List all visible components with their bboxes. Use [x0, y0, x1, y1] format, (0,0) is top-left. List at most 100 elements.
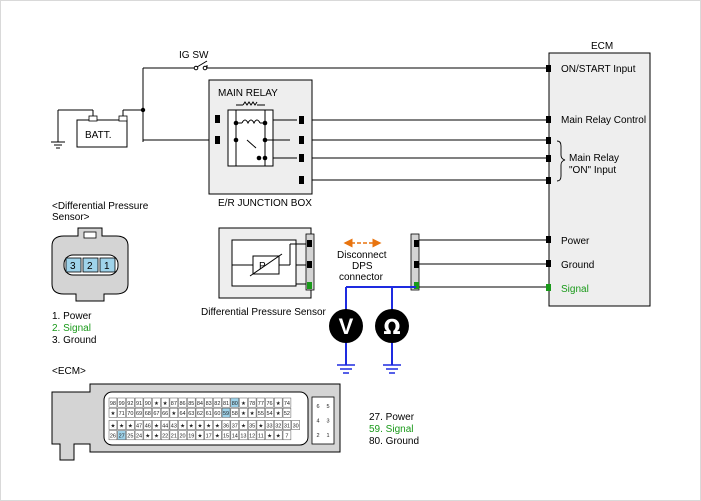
ig-switch [193, 60, 208, 71]
ecm-pin-cell [247, 397, 257, 408]
ecm-terminal-signal [546, 284, 551, 291]
ecm-pin-cell [160, 407, 170, 418]
ecm-legend-signal: 59. Signal [369, 424, 413, 435]
dps-connector-title-2: Sensor> [52, 212, 90, 223]
ecm-pin-label: ★ [241, 411, 246, 417]
ecm-pin-label: ★ [276, 401, 281, 407]
ecm-pin-cell [117, 420, 126, 430]
ecm-pin-cell [195, 407, 205, 418]
ecm-pin-label: 77 [258, 401, 264, 407]
ecm-pin-label: ★ [110, 411, 115, 417]
ecm-pin-cell [169, 397, 179, 408]
ecm-side-pin-label: 2 [316, 433, 319, 439]
ecm-pin-label: ★ [206, 423, 211, 429]
ecm-label-on-start: ON/START Input [561, 64, 636, 75]
ecm-pin-cell [256, 407, 266, 418]
dps-connector-title-1: <Differential Pressure [52, 201, 149, 212]
harness-wiring [419, 239, 546, 288]
ecm-pin-label: 21 [171, 434, 177, 440]
ecm-terminal-main-relay-control [546, 116, 551, 123]
sensor-label: Differential Pressure Sensor [201, 307, 327, 318]
ecm-pin-cell [108, 420, 118, 430]
disconnect-note-3: connector [339, 272, 384, 283]
ecm-pin-cell [134, 397, 144, 408]
ecm-pin-label: 69 [136, 411, 142, 417]
ecm-pin-cell [117, 430, 126, 441]
ecm-pin-cell [256, 430, 266, 441]
ecm-pin-cell [117, 397, 126, 408]
voltmeter [329, 309, 363, 343]
ecm-pin-label: 11 [258, 434, 264, 440]
ecm-label-power: Power [561, 236, 590, 247]
ecm-pin-label: ★ [154, 434, 159, 440]
ecm-pin-label: 43 [171, 423, 177, 429]
ecm-pin-label: 59 [223, 411, 229, 417]
ecm-pin-cell [213, 420, 222, 430]
ecm-pin-label: ★ [241, 401, 246, 407]
ecm-pin-cell [178, 430, 187, 441]
battery-label: BATT. [85, 130, 111, 141]
ecm-pin-cell [126, 407, 135, 418]
ecm-pin-label: 60 [214, 411, 220, 417]
ecm-pin-label: 67 [153, 411, 159, 417]
ecm-pin-label: ★ [258, 423, 263, 429]
ecm-pin-label: 15 [223, 434, 229, 440]
ecm-pin-label: 36 [223, 423, 229, 429]
ohmmeter-symbol: Ω [383, 315, 400, 339]
dps-connector-face [51, 227, 129, 302]
probe-wiring [345, 286, 416, 365]
ecm-terminal-power [546, 236, 551, 243]
harness-connector [410, 233, 420, 291]
ecm-pin-cell [265, 430, 274, 441]
ecm-label-signal: Signal [561, 284, 589, 295]
ecm-title: ECM [591, 41, 613, 52]
ecm-pin-cell [265, 420, 274, 430]
ecm-pin-label: 14 [232, 434, 238, 440]
ecm-pin-label: 81 [223, 401, 229, 407]
ecm-pin-cell [213, 430, 222, 441]
dps-legend-power: 1. Power [52, 311, 92, 322]
ecm-pin-cell [160, 430, 170, 441]
ecm-pin-cell [230, 430, 239, 441]
ecm-pin-label: 84 [197, 401, 203, 407]
ecm-pin-cell [247, 430, 257, 441]
battery [76, 119, 128, 148]
ecm-pin-label: 85 [188, 401, 194, 407]
ecm-pin-label: ★ [145, 434, 150, 440]
ecm-pin-cell [169, 407, 179, 418]
ecm-pin-label: 46 [145, 423, 151, 429]
ecm-pin-cell [265, 407, 274, 418]
ecm-terminal-relay-on-2 [546, 155, 551, 162]
battery-neg-terminal [88, 115, 98, 122]
ecm-pin-label: 27 [119, 434, 125, 440]
ecm-pin-cell [143, 420, 152, 430]
sensor-symbol: P [259, 261, 266, 272]
ecm-pin-label: ★ [197, 434, 202, 440]
ecm-pin-label: 62 [197, 411, 203, 417]
ecm-pin-cell [143, 397, 152, 408]
ecm-pin-cell [274, 407, 283, 418]
battery-ground [51, 109, 80, 149]
disconnect-note-1: Disconnect [337, 250, 387, 261]
ecm-pin-cell [108, 407, 118, 418]
sensor-terminals [305, 233, 315, 291]
ecm-pin-cell [274, 420, 283, 430]
ecm-pin-label: 30 [293, 423, 299, 429]
ecm-terminal-on-start [546, 65, 551, 72]
ecm-pin-label: 13 [240, 434, 246, 440]
ecm-pin-cell [282, 430, 292, 441]
ecm-pin-cell [204, 420, 213, 430]
ecm-label-main-relay-on-1: Main Relay [569, 153, 619, 164]
ecm-pin-label: 86 [179, 401, 185, 407]
ecm-pin-label: 47 [136, 423, 142, 429]
ecm-pin-cell [256, 420, 266, 430]
ecm-pin-cell [291, 420, 300, 430]
dps-legend-signal: 2. Signal [52, 323, 91, 334]
ecm-pin-cell [178, 407, 187, 418]
ecm-pin-cell [221, 397, 231, 408]
ecm-pin-cell [230, 420, 239, 430]
ecm-pin-cell [187, 397, 196, 408]
ecm-pin-cell [195, 430, 205, 441]
junction-dot [140, 107, 146, 113]
ecm-pin-label: ★ [154, 423, 159, 429]
